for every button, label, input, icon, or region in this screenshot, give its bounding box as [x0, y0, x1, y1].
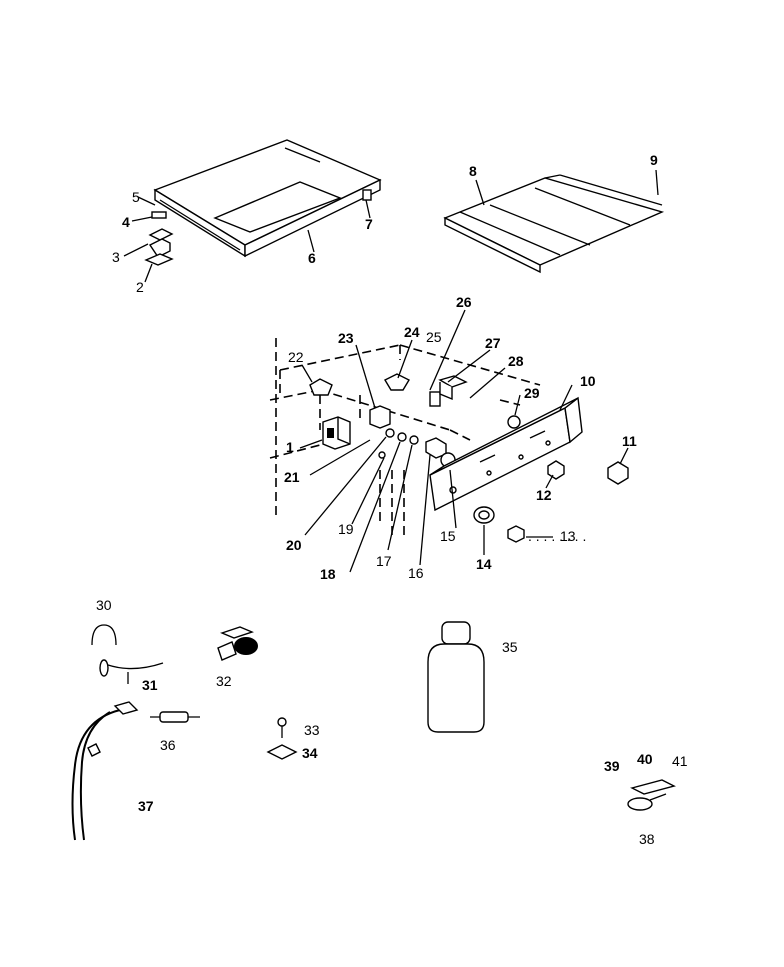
label-17: 17 — [376, 553, 392, 569]
label-9: 9 — [650, 152, 658, 168]
label-11: 11 — [622, 433, 637, 449]
label-25: 25 — [426, 329, 442, 345]
power-cord-37 — [71, 701, 139, 841]
part-labels: 5 4 3 2 6 7 8 9 26 24 25 23 22 27 28 29 … — [96, 152, 688, 847]
top-panel — [443, 174, 665, 274]
label-6: 6 — [308, 250, 316, 266]
label-18: 18 — [320, 566, 336, 582]
label-24: 24 — [404, 324, 420, 340]
label-8: 8 — [469, 163, 477, 179]
label-4: 4 — [122, 214, 130, 230]
label-29: 29 — [524, 385, 540, 401]
label-13: 13 — [560, 528, 576, 544]
leader-lines-panel — [475, 169, 659, 206]
control-panel — [429, 396, 583, 512]
leader-lines-console — [299, 309, 629, 573]
fuse-36 — [150, 711, 200, 723]
top-lid — [153, 139, 382, 258]
label-21: 21 — [284, 469, 300, 485]
leader-lines-lid — [123, 196, 371, 283]
label-40: 40 — [637, 751, 653, 767]
label-1: 1 — [286, 439, 294, 455]
label-28: 28 — [508, 353, 524, 369]
hinge-parts — [144, 211, 174, 266]
label-2: 2 — [136, 279, 144, 295]
label-39: 39 — [604, 758, 620, 774]
label-14: 14 — [476, 556, 492, 572]
label-36: 36 — [160, 737, 176, 753]
label-37: 37 — [138, 798, 154, 814]
label-38: 38 — [639, 831, 655, 847]
label-3: 3 — [112, 249, 120, 265]
label-33: 33 — [304, 722, 320, 738]
hose-clamp-32 — [217, 626, 258, 661]
label-31: 31 — [142, 677, 158, 693]
label-10: 10 — [580, 373, 596, 389]
bracket-38-41 — [627, 779, 676, 811]
label-19: 19 — [338, 521, 354, 537]
label-41: 41 — [672, 753, 688, 769]
label-12: 12 — [536, 487, 552, 503]
label-13-dots: . . . . . . . . — [528, 528, 586, 544]
label-20: 20 — [286, 537, 302, 553]
knobs — [473, 460, 629, 543]
wire-hook-30-31 — [91, 624, 164, 684]
label-32: 32 — [216, 673, 232, 689]
label-34: 34 — [302, 745, 318, 761]
label-26: 26 — [456, 294, 472, 310]
bottle-35 — [427, 621, 485, 733]
label-22: 22 — [288, 349, 304, 365]
label-23: 23 — [338, 330, 354, 346]
label-35: 35 — [502, 639, 518, 655]
screw-33-washer-34 — [266, 717, 298, 760]
label-16: 16 — [408, 565, 424, 581]
label-7: 7 — [365, 216, 373, 232]
label-27: 27 — [485, 335, 501, 351]
label-5: 5 — [132, 189, 140, 205]
label-15: 15 — [440, 528, 456, 544]
label-30: 30 — [96, 597, 112, 613]
